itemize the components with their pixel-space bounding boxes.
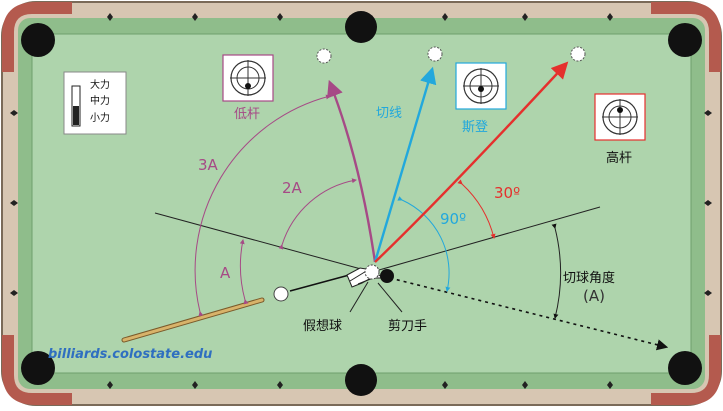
corner-leathers	[2, 2, 721, 405]
arc-a	[239, 239, 249, 305]
object-ball	[380, 269, 394, 283]
draw-shot-path	[327, 79, 377, 263]
power-gauge-fill	[73, 106, 79, 125]
power-mid-label: 中力	[90, 94, 110, 107]
arc-90	[397, 196, 451, 292]
cue-ball	[273, 286, 289, 302]
angle-2a-label: 2A	[282, 179, 303, 197]
table-felt	[31, 33, 692, 374]
cut-angle-symbol: (A)	[583, 287, 605, 305]
pocket-bottom-left	[21, 351, 55, 385]
cut-angle-label: 切球角度	[563, 270, 615, 286]
ghost-ball-callout	[349, 281, 369, 313]
credit-label: billiards.colostate.edu	[48, 347, 212, 362]
power-low-label: 小力	[90, 111, 110, 124]
power-high-label: 大力	[90, 78, 110, 91]
arc-3a	[194, 94, 331, 317]
stun-tip-icon	[455, 62, 507, 110]
low-spin-tip-icon	[222, 54, 274, 102]
follow-shot-path	[374, 61, 569, 263]
pocket-bottom-center	[345, 364, 377, 396]
scissor-hand-callout	[377, 282, 403, 313]
tangent-line-label: 切线	[376, 106, 402, 121]
high-spin-tip-icon	[594, 93, 646, 141]
pockets	[21, 11, 702, 396]
object-ball-path	[389, 277, 669, 351]
angle-3a-label: 3A	[198, 156, 219, 174]
low-spin-label: 低杆	[234, 107, 260, 122]
arc-cut-angle	[551, 223, 561, 319]
pocket-top-left	[21, 23, 55, 57]
angle-a-label: A	[220, 264, 231, 282]
scissor-hand-label: 剪刀手	[388, 318, 427, 334]
high-spin-label: 高杆	[606, 150, 632, 166]
stun-tangent-path	[373, 66, 437, 263]
arc-2a	[278, 178, 357, 250]
arc-30	[457, 179, 496, 239]
power-legend: 大力 中力 小力	[63, 71, 127, 135]
angle-90-label: 90º	[440, 210, 466, 228]
pocket-top-center	[345, 11, 377, 43]
pocket-top-right	[668, 23, 702, 57]
stun-label: 斯登	[462, 120, 488, 135]
ghost-ball	[364, 264, 380, 280]
pocket-bottom-right	[668, 351, 702, 385]
ghost-ball-label: 假想球	[303, 318, 342, 334]
cue-ball-targets	[316, 46, 586, 64]
angle-30-label: 30º	[494, 184, 520, 202]
rail-diamonds	[10, 13, 712, 389]
